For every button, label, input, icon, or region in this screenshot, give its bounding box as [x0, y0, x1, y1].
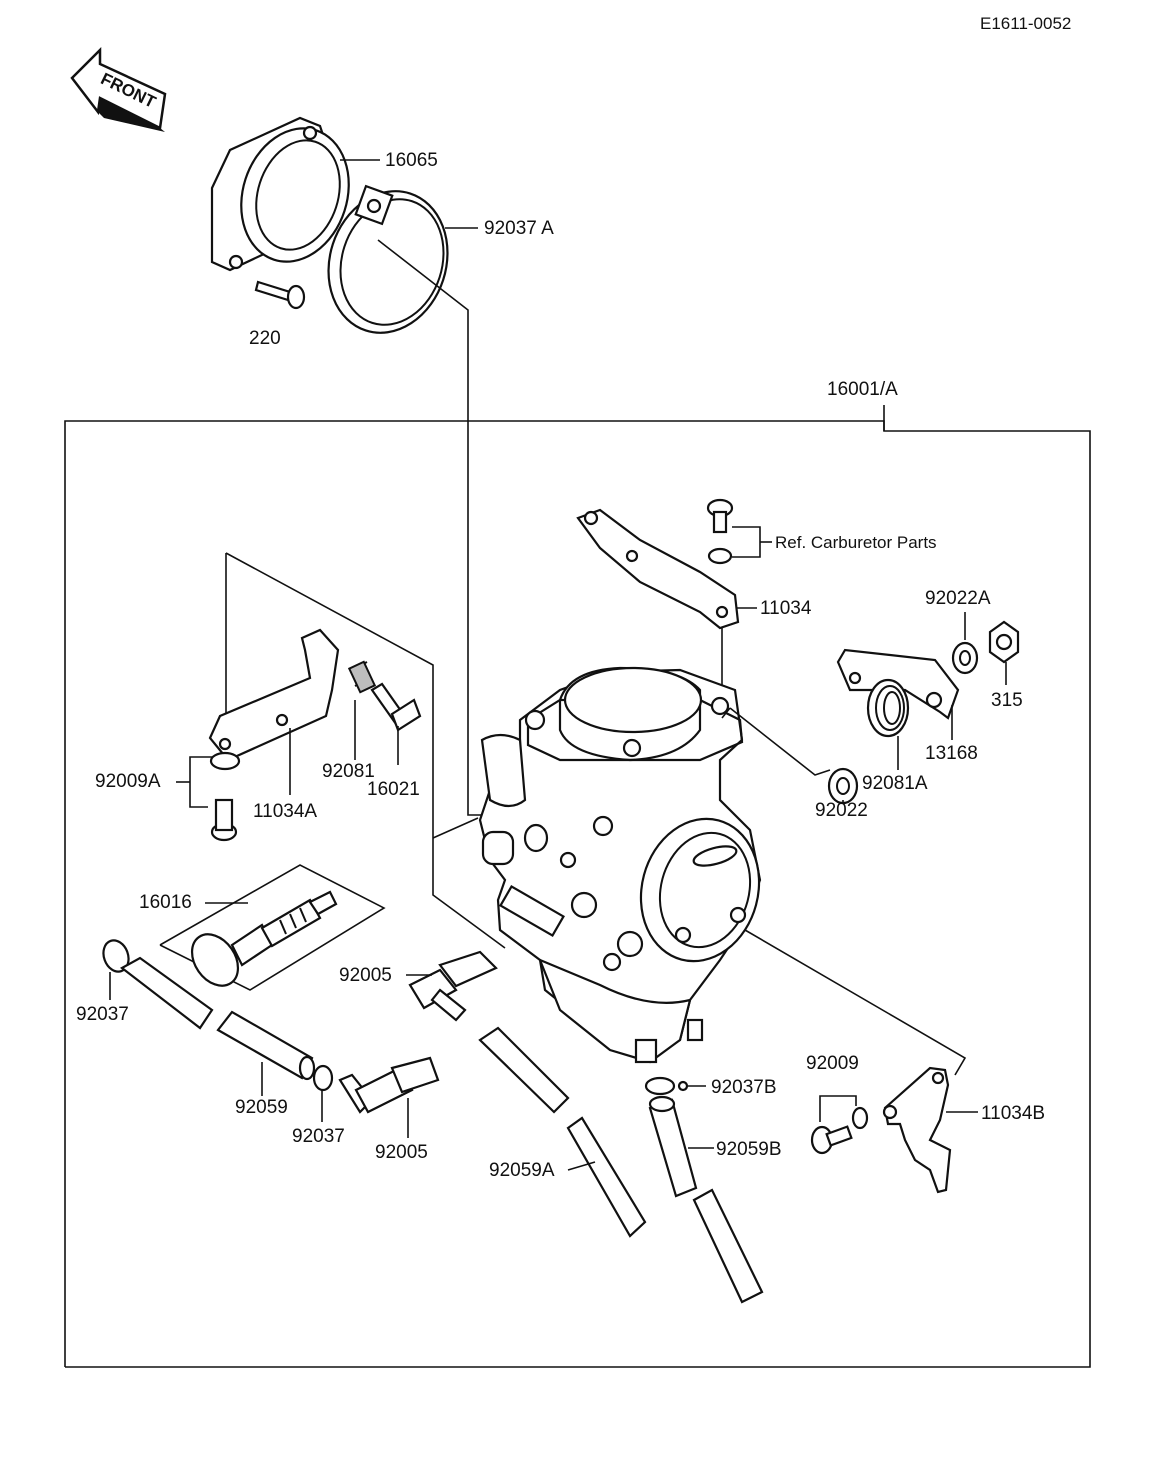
- clip-92037b: [644, 1076, 689, 1096]
- label-11034b: 11034B: [981, 1103, 1046, 1124]
- group-frame-lines: [225, 552, 967, 1076]
- assembly-boundary: [64, 405, 1091, 1368]
- label-92081a: 92081A: [862, 773, 928, 794]
- hose-92059a: [478, 1026, 647, 1238]
- spring-92081: [347, 660, 377, 694]
- bracket-11034: [576, 508, 740, 630]
- reference-note: Ref. Carburetor Parts: [775, 533, 937, 552]
- screw-16021: [370, 682, 422, 732]
- hose-92059: [120, 956, 316, 1081]
- label-92037-left: 92037: [76, 1004, 129, 1025]
- label-92022: 92022: [815, 800, 868, 821]
- washer-92022: [827, 767, 859, 805]
- washer-92022a: [951, 641, 979, 675]
- spring-92081a: [866, 678, 910, 738]
- label-220: 220: [249, 328, 281, 349]
- diagram-code: E1611-0052: [980, 14, 1072, 33]
- bracket-11034b: [882, 1066, 952, 1194]
- label-92009a: 92009A: [95, 771, 161, 792]
- label-92009: 92009: [806, 1053, 859, 1074]
- fitting-92005-lower: [338, 1056, 440, 1114]
- intake-joint-16065: [210, 116, 350, 272]
- label-92081: 92081: [322, 761, 375, 782]
- clip-92037-mid: [312, 1064, 334, 1092]
- label-92059b: 92059B: [716, 1139, 782, 1160]
- label-92059a: 92059A: [489, 1160, 555, 1181]
- fitting-92005-upper: [408, 950, 498, 1022]
- label-92005-lower: 92005: [375, 1142, 428, 1163]
- screw-92009: [810, 1106, 869, 1155]
- label-92037a-top: 92037 A: [484, 218, 554, 239]
- throttle-stop-16016: [159, 864, 386, 991]
- bracket-11034a: [208, 628, 340, 762]
- front-arrow-icon: [70, 46, 167, 132]
- label-13168: 13168: [925, 743, 978, 764]
- label-11034a: 11034A: [253, 801, 318, 822]
- carburetor-body: [478, 666, 762, 1064]
- label-16021: 16021: [367, 779, 420, 800]
- label-16016: 16016: [139, 892, 192, 913]
- label-11034: 11034: [760, 598, 812, 619]
- nut-315: [988, 620, 1020, 664]
- screw-92009a: [209, 751, 241, 842]
- label-92037-mid: 92037: [292, 1126, 345, 1147]
- ref-screw: [706, 498, 734, 565]
- label-315: 315: [991, 690, 1023, 711]
- label-92059: 92059: [235, 1097, 288, 1118]
- hose-92059b: [648, 1095, 764, 1304]
- label-92037b: 92037B: [711, 1077, 777, 1098]
- screw-220: [254, 280, 306, 310]
- label-92022a: 92022A: [925, 588, 991, 609]
- assembly-label: 16001/A: [827, 379, 898, 400]
- clamp-92037a: [327, 184, 449, 334]
- label-92005-upper: 92005: [339, 965, 392, 986]
- clip-92037-left: [102, 939, 130, 973]
- label-16065: 16065: [385, 150, 438, 171]
